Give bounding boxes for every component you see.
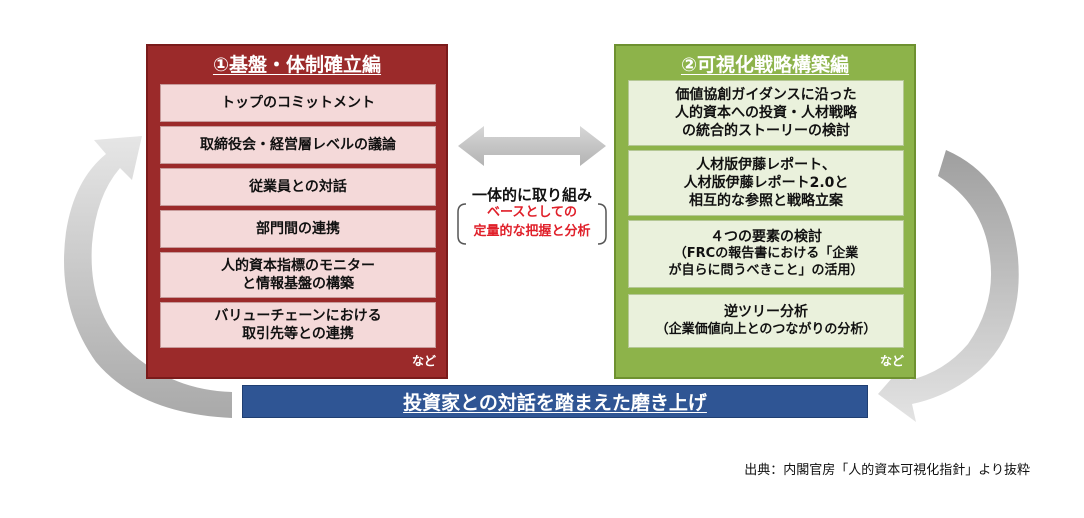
center-title: 一体的に取り組み (471, 186, 592, 204)
source-citation: 出典：内閣官房「人的資本可視化指針」より抜粋 (744, 463, 1030, 478)
visualization-etc-label: など (879, 354, 904, 368)
visualization-panel-title: ②可視化戦略構築編 (680, 54, 850, 76)
item-reverse-tree: 逆ツリー分析 （企業価値向上とのつながりの分析） (628, 294, 904, 348)
item-value-cocreation: 価値協創ガイダンスに沿った 人的資本への投資・人材戦略 の統合的ストーリーの検討 (628, 80, 904, 146)
center-bracket-right (597, 203, 607, 245)
item-top-commitment: トップのコミットメント (160, 84, 436, 122)
item-cross-department: 部門間の連携 (160, 210, 436, 248)
investor-dialogue-bar: 投資家との対話を踏まえた磨き上げ (242, 385, 868, 418)
foundation-panel: ①基盤・体制確立編 トップのコミットメント 取締役会・経営層レベルの議論 従業員… (146, 44, 448, 379)
item-four-elements: ４つの要素の検討 （FRCの報告書における「企業 が自らに問うべきこと」の活用） (628, 220, 904, 288)
foundation-panel-title: ①基盤・体制確立編 (212, 54, 382, 76)
center-bracket-left (457, 203, 467, 245)
foundation-etc-label: など (411, 354, 436, 368)
item-employee-dialogue: 従業員との対話 (160, 168, 436, 206)
left-cycle-arrow (64, 136, 232, 418)
item-board-discussion: 取締役会・経営層レベルの議論 (160, 126, 436, 164)
right-cycle-arrow (878, 150, 1019, 422)
item-ito-report: 人材版伊藤レポート、 人材版伊藤レポート2.0と 相互的な参照と戦略立案 (628, 150, 904, 216)
visualization-panel: ②可視化戦略構築編 価値協創ガイダンスに沿った 人的資本への投資・人材戦略 の統… (614, 44, 916, 379)
center-subtitle: ベースとしての 定量的な把握と分析 (473, 205, 591, 239)
item-indicator-monitoring: 人的資本指標のモニター と情報基盤の構築 (160, 252, 436, 298)
center-double-arrow (458, 126, 606, 166)
item-value-chain: バリューチェーンにおける 取引先等との連携 (160, 302, 436, 348)
